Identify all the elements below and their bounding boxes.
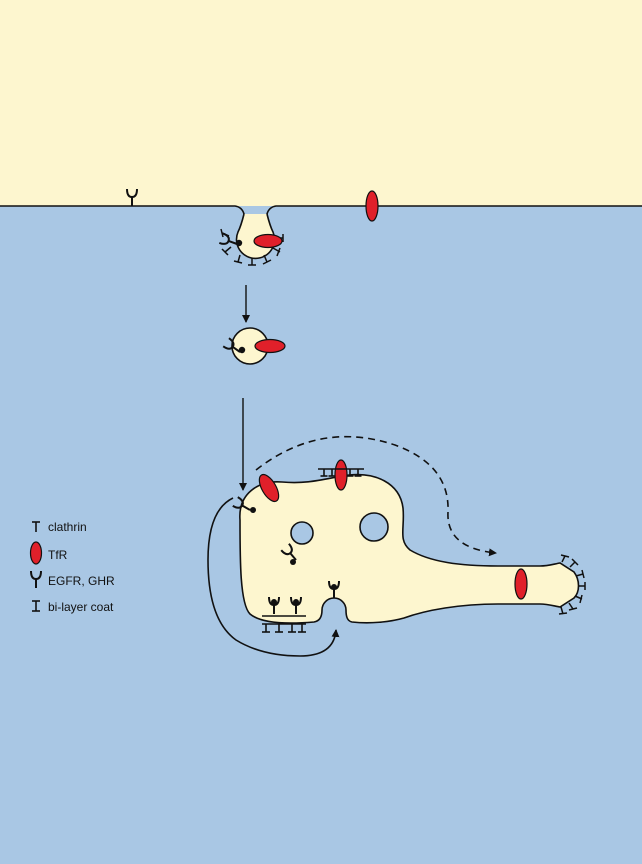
extracellular-space (0, 0, 642, 206)
tfr-endosome-top (335, 460, 347, 490)
legend-egfr-label: EGFR, GHR (48, 574, 115, 588)
legend-clathrin-label: clathrin (48, 520, 87, 534)
legend-bilayer-label: bi-layer coat (48, 600, 114, 614)
tfr-tubule (515, 569, 527, 599)
legend-tfr-label: TfR (48, 548, 68, 562)
tfr-surface (366, 191, 378, 221)
legend-tfr-icon (31, 542, 42, 564)
intraluminal-vesicle-a (291, 522, 313, 544)
intraluminal-vesicle-b (360, 513, 388, 541)
